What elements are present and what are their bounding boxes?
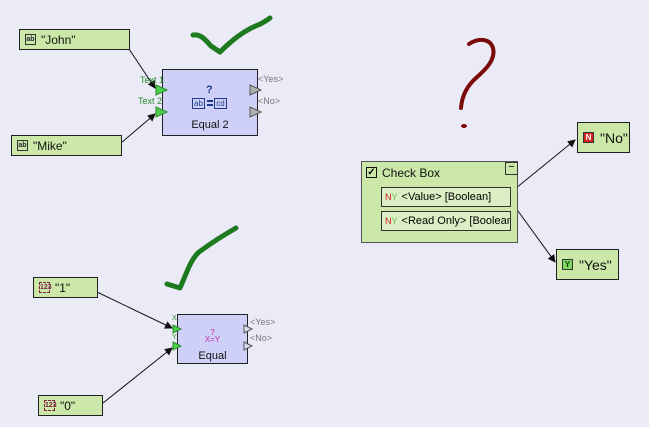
input-port-y[interactable] — [172, 341, 183, 351]
constant-value: "Mike" — [33, 138, 67, 153]
function-equal[interactable]: ? X=Y Equal — [177, 314, 248, 364]
constant-0[interactable]: 123 "0" — [38, 395, 103, 416]
constant-no[interactable]: N "No" — [577, 122, 630, 153]
question-mark-dot — [461, 124, 467, 128]
constant-value: "0" — [60, 398, 76, 413]
input-port-x[interactable] — [172, 324, 183, 334]
constant-1[interactable]: 123 "1" — [33, 277, 98, 298]
input-ports — [155, 84, 169, 118]
collapse-button[interactable]: − — [505, 162, 518, 175]
function-name: Equal — [198, 350, 227, 362]
number-constant-icon: 123 — [44, 400, 57, 411]
checkbox-icon: ✓ — [366, 167, 377, 178]
input-ports — [172, 324, 183, 351]
function-name: Equal 2 — [191, 119, 229, 131]
output-port-label-yes: <Yes> — [258, 74, 284, 84]
input-port-text1[interactable] — [155, 84, 169, 96]
number-constant-icon: 123 — [39, 282, 52, 293]
checkmark-annotation-bottom — [164, 225, 239, 291]
xy-compare-icon: ? X=Y — [204, 328, 221, 344]
output-ports — [243, 324, 254, 351]
constant-value: "Yes" — [579, 256, 612, 273]
constant-john[interactable]: ab "John" — [19, 29, 130, 50]
text-constant-icon: ab — [17, 140, 28, 151]
checkmark-annotation-top — [190, 15, 273, 55]
constant-value: "No" — [600, 129, 628, 146]
output-ports — [249, 84, 263, 118]
function-equal-2[interactable]: ? ab cd Equal 2 — [162, 69, 258, 136]
output-port-label-no: <No> — [258, 96, 281, 106]
constant-mike[interactable]: ab "Mike" — [11, 135, 122, 156]
output-port-yes[interactable] — [249, 84, 263, 96]
question-mark-annotation — [459, 37, 496, 110]
connection-mike-text2 — [120, 113, 156, 144]
connection-john-text1 — [128, 48, 156, 89]
input-port-label-text1: Text 1 — [140, 75, 165, 85]
component-title: Check Box — [382, 166, 441, 180]
connection-value-no — [509, 139, 576, 194]
constant-yes[interactable]: Y "Yes" — [556, 249, 619, 280]
output-port-no[interactable] — [249, 106, 263, 118]
text-compare-icon: ? ab cd — [192, 84, 232, 112]
boolean-type-icon: N — [385, 216, 392, 226]
constant-value: "John" — [41, 32, 76, 47]
input-port-text2[interactable] — [155, 106, 169, 118]
output-port-label-no: <No> — [250, 333, 273, 343]
connection-0-y — [102, 347, 173, 404]
boolean-no-icon: N — [583, 132, 594, 143]
output-port-yes[interactable] — [243, 324, 254, 334]
input-port-label-y: Y — [172, 334, 177, 341]
text-constant-icon: ab — [25, 34, 36, 45]
constant-value: "1" — [55, 280, 71, 295]
output-port-label-yes: <Yes> — [250, 317, 276, 327]
boolean-type-icon: N — [385, 192, 392, 202]
property-label: <Read Only> [Boolean] — [401, 215, 511, 227]
boolean-yes-icon: Y — [562, 259, 573, 270]
property-label: <Value> [Boolean] — [401, 191, 492, 203]
input-port-label-x: X — [172, 315, 177, 322]
output-port-no[interactable] — [243, 341, 254, 351]
input-port-label-text2: Text 2 — [138, 96, 163, 106]
connection-1-x — [96, 291, 173, 329]
